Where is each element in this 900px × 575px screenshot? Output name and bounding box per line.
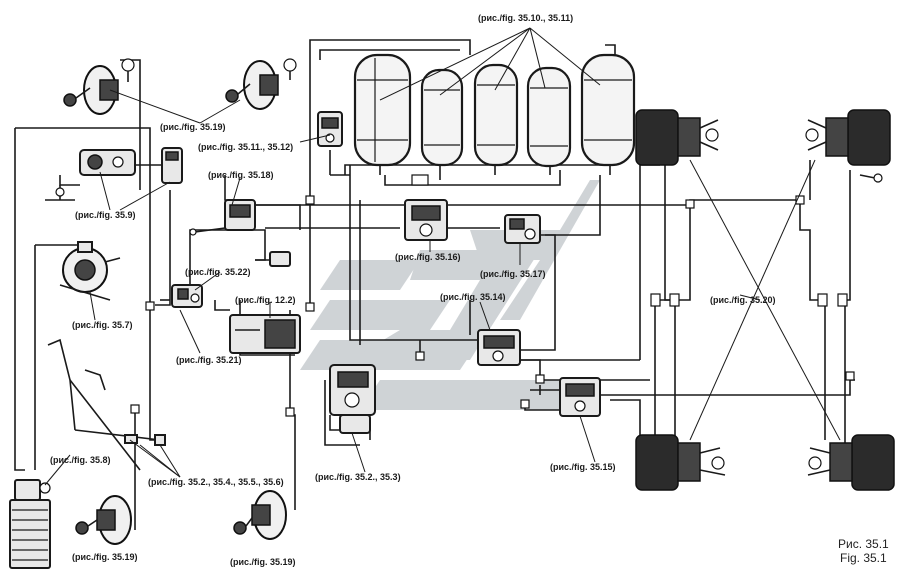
compressor-unit-35-9 [45,147,183,201]
receiver-tank-4 [526,66,572,168]
label-valve-35-17: (рис./fig. 35.17) [480,269,546,279]
valve-35-16 [404,199,448,241]
label-linkage-35-2: (рис./fig. 35.2., 35.4., 35.5., 35.6) [148,477,284,487]
brake-chamber-bottom-left [75,495,132,545]
spring-chamber-bottom-center [635,434,726,491]
brake-chamber-top-left-2 [225,58,297,110]
label-unit-35-8: (рис./fig. 35.8) [50,455,111,465]
label-unit-35-7: (рис./fig. 35.7) [72,320,133,330]
receiver-tank-5 [580,53,636,167]
valve-35-14 [477,329,521,366]
brake-pedal-linkage [47,338,166,471]
label-brake-valve-35-2: (рис./fig. 35.2., 35.3) [315,472,401,482]
label-chamber-bottom-mid: (рис./fig. 35.19) [230,557,296,567]
spring-chamber-top-right [805,109,891,183]
brake-chamber-bottom-mid [233,490,287,540]
pipe-fittings [130,174,855,417]
protection-valve-35-11 [317,111,343,147]
label-valve-12-2: (рис./fig. 12.2) [235,295,296,305]
unit-12-2 [229,314,301,354]
label-valve-35-18: (рис./fig. 35.18) [208,170,274,180]
spring-chamber-bottom-right [807,434,895,491]
air-receivers [353,53,636,168]
watermark-logo [300,180,600,410]
receiver-tank-1 [353,53,412,167]
valve-35-18 [189,199,256,236]
spring-chamber-top-center [635,109,719,166]
label-valve-35-15: (рис./fig. 35.15) [550,462,616,472]
spring-chamber-leaders [689,159,841,441]
valve-35-15 [559,377,601,417]
label-spring-chambers-35-20: (рис./fig. 35.20) [710,295,776,305]
caption-ru: Рис. 35.1 [838,537,889,551]
label-valve-35-14: (рис./fig. 35.14) [440,292,506,302]
unit-35-7 [59,241,121,301]
figure-caption: Рис. 35.1 Fig. 35.1 [838,537,889,565]
brake-valve-35-2 [329,364,376,434]
label-valve-35-22: (рис./fig. 35.22) [185,267,251,277]
unit-35-8 [9,479,51,569]
receiver-tank-2 [420,68,464,167]
receiver-tank-3 [473,63,519,167]
valve-35-17 [504,214,541,244]
label-compressor-35-9: (рис./fig. 35.9) [75,210,136,220]
callout-labels: (рис./fig. 35.10., 35.11) (рис./fig. 35.… [50,13,776,567]
label-receivers: (рис./fig. 35.10., 35.11) [478,13,573,23]
caption-en: Fig. 35.1 [840,551,887,565]
label-valve-35-16: (рис./fig. 35.16) [395,252,461,262]
label-valve-35-11: (рис./fig. 35.11., 35.12) [198,142,293,152]
label-chamber-bottom-left: (рис./fig. 35.19) [72,552,138,562]
brake-chamber-top-left-1 [63,58,135,115]
valve-35-21 [171,284,203,308]
label-valve-35-21: (рис./fig. 35.21) [176,355,242,365]
label-leader-lines [44,27,761,486]
valve-35-22 [269,251,291,267]
label-chamber-top-left: (рис./fig. 35.19) [160,122,226,132]
